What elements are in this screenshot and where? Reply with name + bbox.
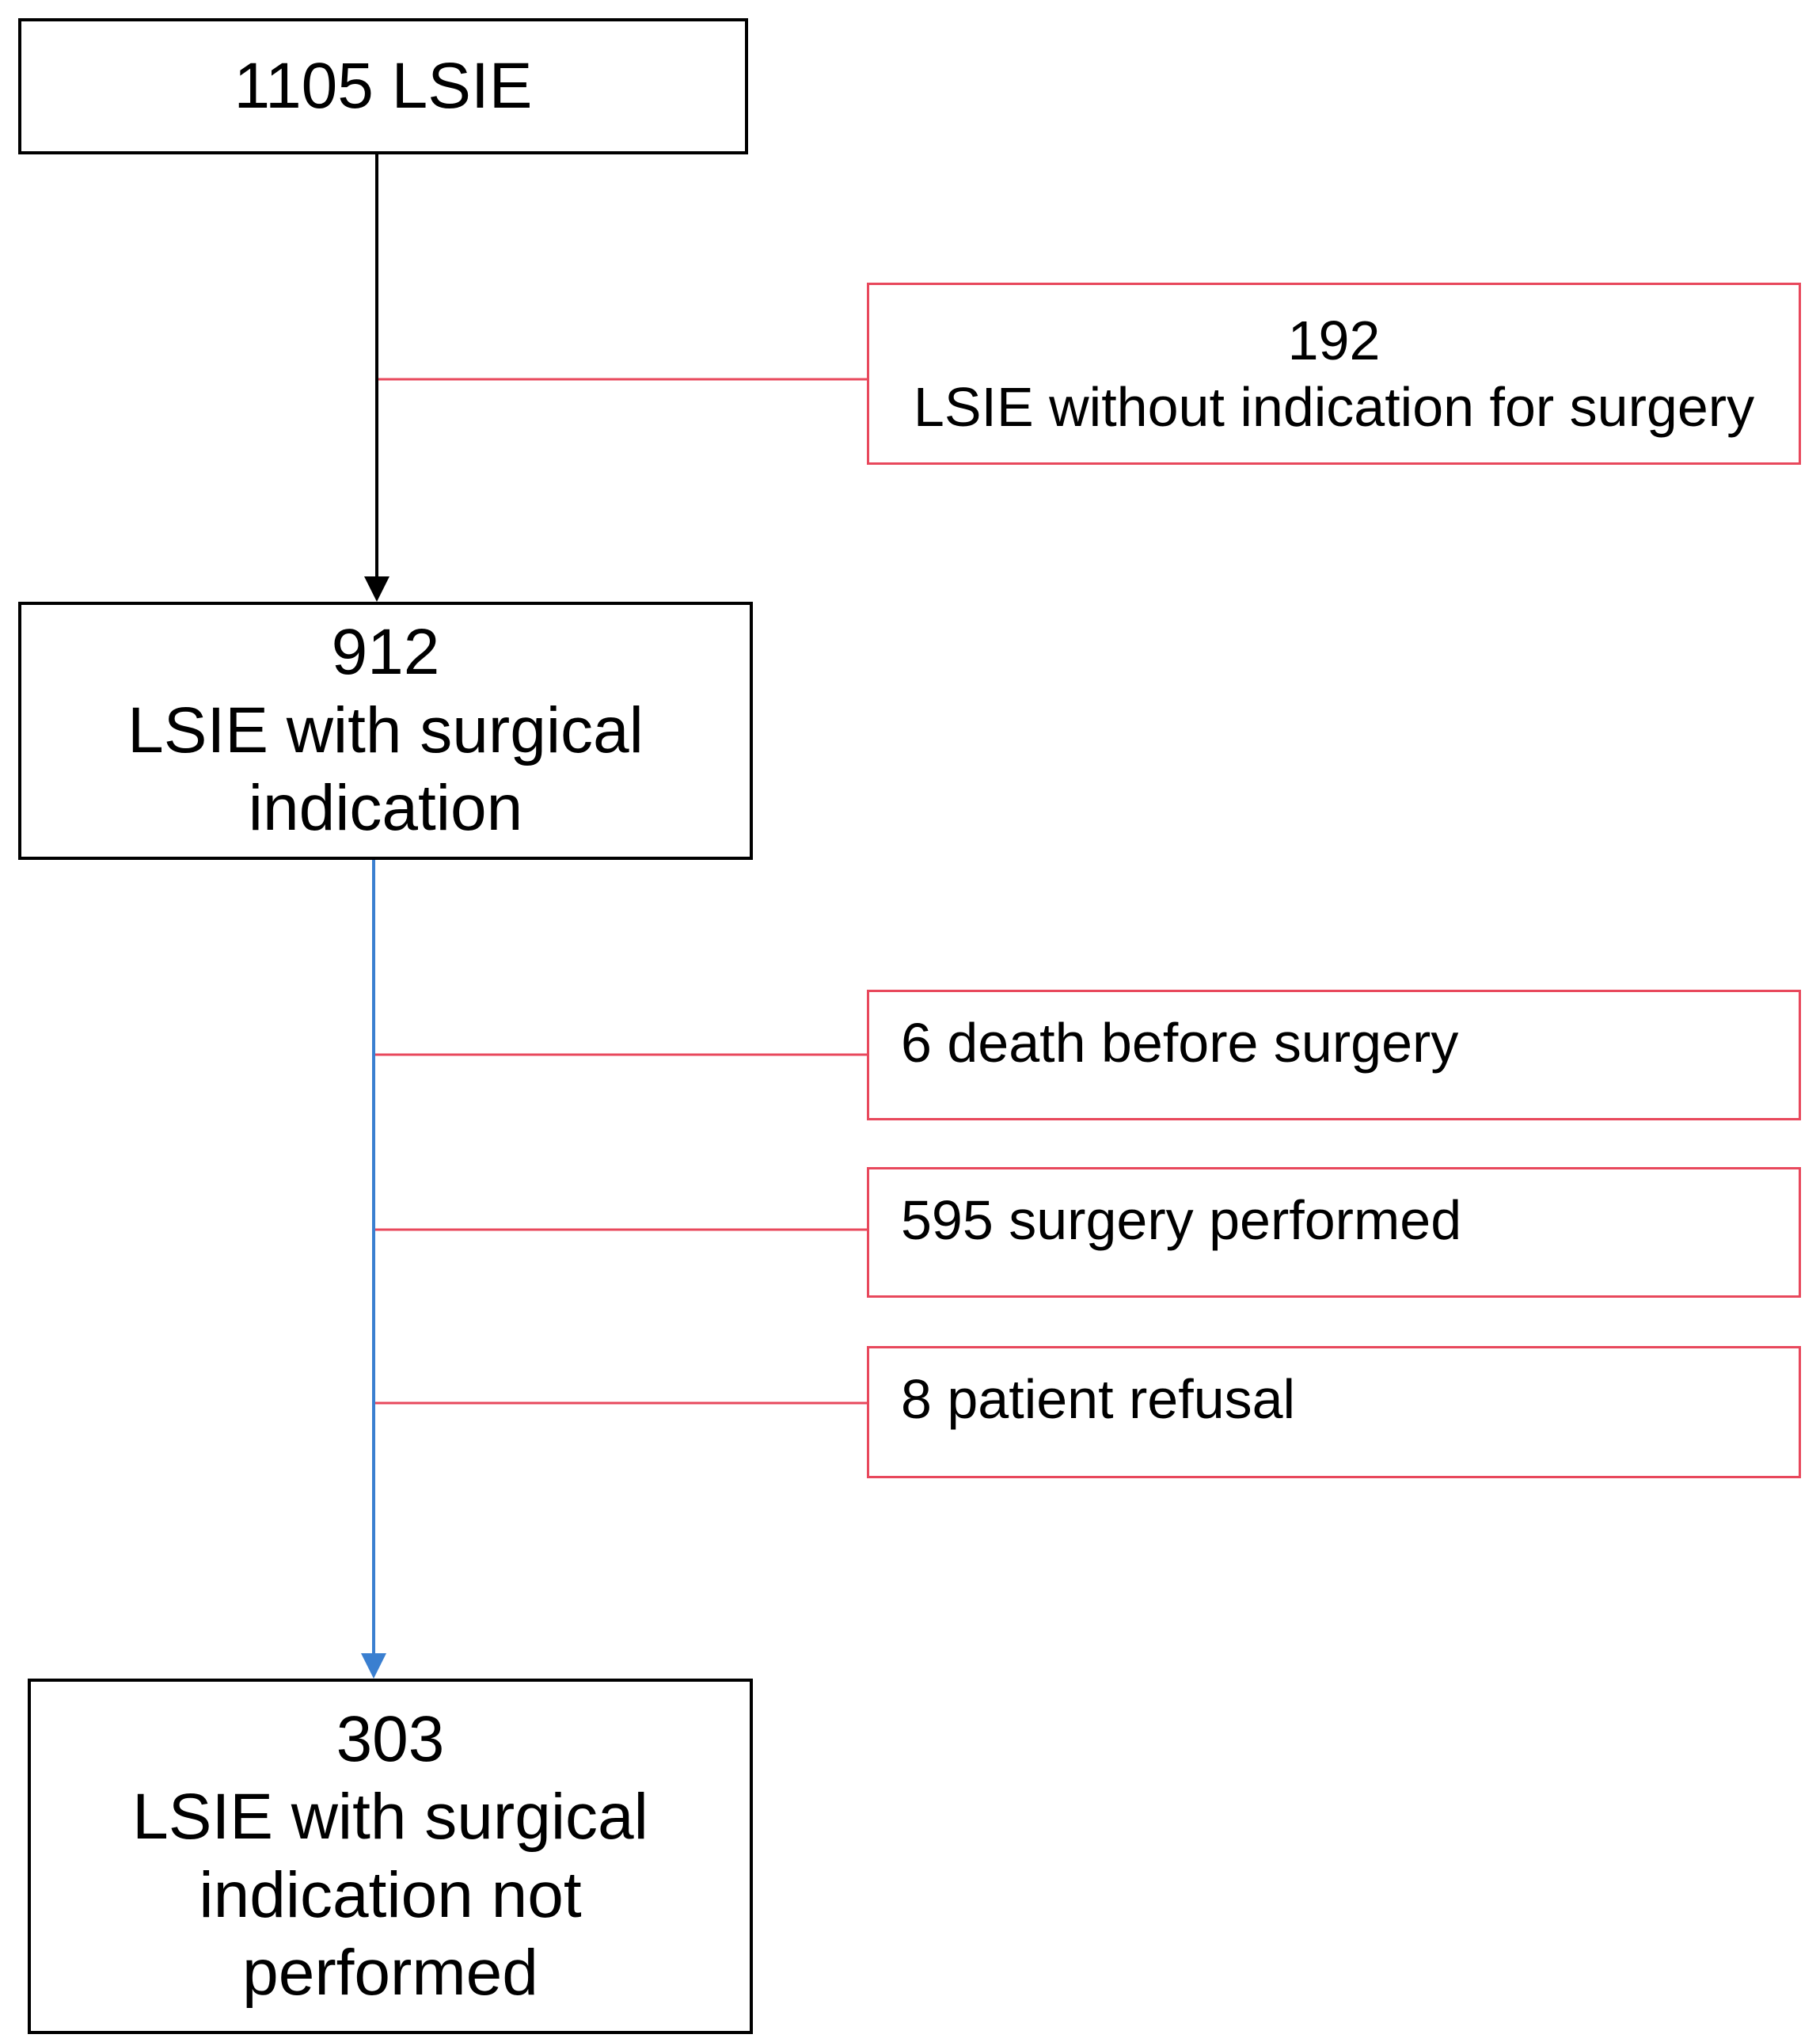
node-indication-count: 912 <box>331 616 440 689</box>
node-total-lsie: 1105 LSIE <box>18 18 748 154</box>
node-no-indication-count: 192 <box>1287 310 1381 371</box>
node-not-performed-label-line2: indication not <box>199 1858 582 1931</box>
node-surgery-performed: 595 surgery performed <box>867 1167 1801 1298</box>
node-indication-label-line2: indication <box>248 772 523 845</box>
node-surgery-label: 595 surgery performed <box>901 1189 1462 1251</box>
node-patient-refusal: 8 patient refusal <box>867 1346 1801 1478</box>
node-death-before-surgery: 6 death before surgery <box>867 990 1801 1120</box>
node-surgical-indication: 912 LSIE with surgical indication <box>18 602 753 860</box>
node-no-indication-label: LSIE without indication for surgery <box>913 376 1755 438</box>
arrowhead-indication <box>364 576 389 602</box>
node-no-indication: 192 LSIE without indication for surgery <box>867 283 1801 465</box>
node-total-label: 1105 LSIE <box>234 49 533 122</box>
node-not-performed-label-line1: LSIE with surgical <box>132 1781 648 1854</box>
node-refusal-label: 8 patient refusal <box>901 1368 1296 1430</box>
node-indication-label-line1: LSIE with surgical <box>127 694 644 766</box>
node-death-label: 6 death before surgery <box>901 1012 1459 1074</box>
node-not-performed: 303 LSIE with surgical indication not pe… <box>28 1679 753 2034</box>
node-not-performed-label-line3: performed <box>242 1936 538 2009</box>
node-not-performed-count: 303 <box>336 1702 445 1775</box>
arrowhead-not-performed <box>361 1653 386 1679</box>
